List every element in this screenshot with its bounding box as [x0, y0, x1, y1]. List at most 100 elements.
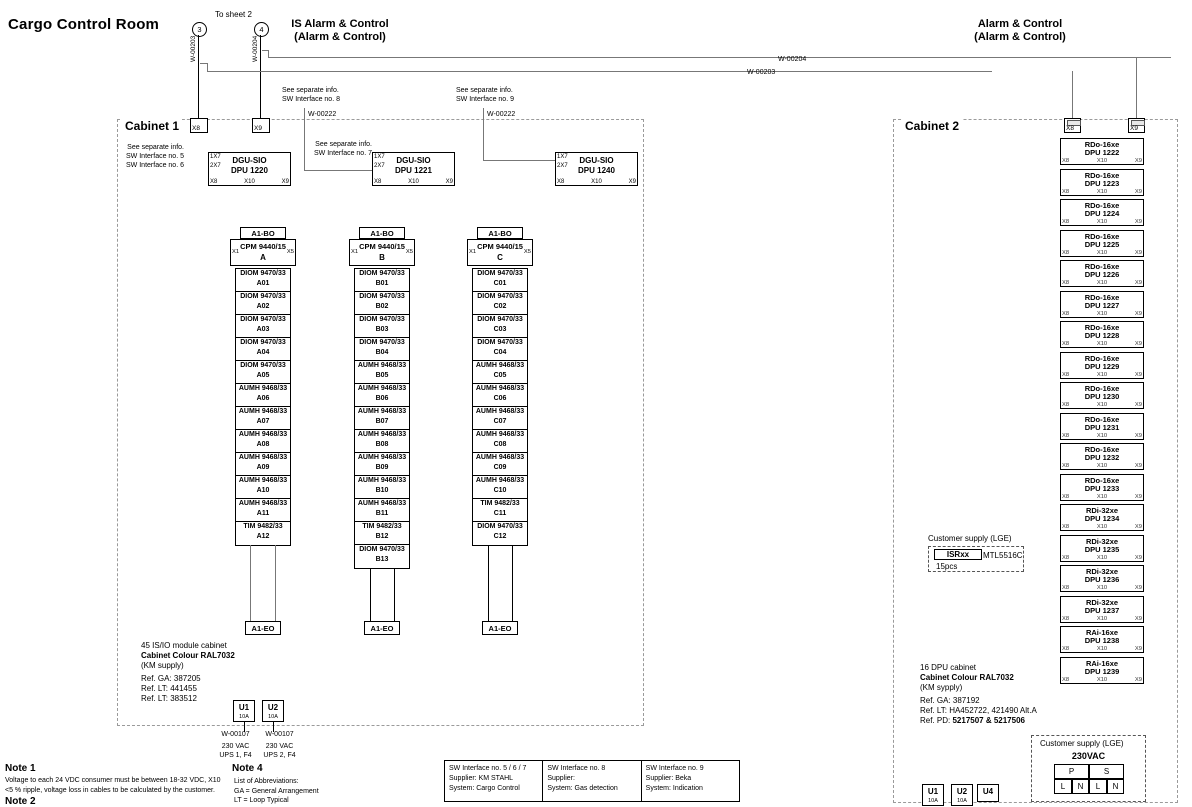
column-b-a1bo-header[interactable]: A1-BO	[359, 227, 405, 239]
column-b-cpm[interactable]: CPM 9440/15 X1 X5 B	[349, 239, 415, 266]
cabinet1-fuse-u1[interactable]: U1 10A	[233, 700, 255, 722]
module-type: DIOM 9470/33	[240, 362, 286, 369]
module-type: DIOM 9470/33	[359, 546, 405, 553]
cabinet2-connector-x9[interactable]: X9	[1128, 118, 1145, 133]
column-c-a1eo[interactable]: A1-EO	[482, 621, 518, 635]
dgu-1221-port-x8: X8	[374, 179, 382, 185]
module-type: AUMH 9468/33	[475, 408, 525, 415]
cabinet2-fuse-u2[interactable]: U2 10A	[951, 784, 973, 806]
wire-ref4-vertical	[260, 35, 261, 119]
dpu-number: DPU 1225	[1084, 239, 1120, 249]
cabinet1-fuse-u2[interactable]: U2 10A	[262, 700, 284, 722]
column-a-cpm[interactable]: CPM 9440/15 X1 X5 A	[230, 239, 296, 266]
note4-heading: Note 4	[232, 763, 263, 774]
cabinet2-230vac-terminal-l1[interactable]: L	[1054, 779, 1072, 794]
dgu-sio-1220[interactable]: 1X7 2X7 DGU-SIO DPU 1220 X8 X10 X9	[208, 152, 291, 186]
sheet-ref-circle-3[interactable]: 3	[192, 22, 207, 37]
column-b-a1eo[interactable]: A1-EO	[364, 621, 400, 635]
dgu-sio-1221[interactable]: 1X7 2X7 DGU-SIO DPU 1221 X8 X10 X9	[372, 152, 455, 186]
cabinet2-isr-mtl-label: MTL5516C	[983, 551, 1023, 560]
module-type: DIOM 9470/33	[359, 339, 405, 346]
cabinet2-isr-module[interactable]: ISRxx	[934, 549, 982, 560]
cabinet1-info-l1: 45 IS/IO module cabinet	[141, 641, 227, 650]
column-c-cpm[interactable]: CPM 9440/15 X1 X5 C	[467, 239, 533, 266]
cabinet-1-outline	[117, 119, 644, 726]
cabinet1-connector-x9[interactable]: X9	[252, 118, 270, 133]
sep-info-sw9-l2: SW Interface no. 9	[456, 96, 514, 103]
sheet-ref-circle-4[interactable]: 4	[254, 22, 269, 37]
cabinet2-230vac-terminal-n1[interactable]: N	[1072, 779, 1089, 794]
cabinet2-230vac-terminal-l2[interactable]: L	[1089, 779, 1107, 794]
column-c-a1bo-header[interactable]: A1-BO	[477, 227, 523, 239]
cabinet2-fuse-u1[interactable]: U1 10A	[922, 784, 944, 806]
cabinet1-connector-x8[interactable]: X8	[190, 118, 208, 133]
cabinet2-fuse-u4[interactable]: U4	[977, 784, 999, 802]
dgu-sio-1240[interactable]: 1X7 2X7 DGU-SIO DPU 1240 X8 X10 X9	[555, 152, 638, 186]
note4-body-l1: List of Abbreviations:	[234, 778, 299, 785]
cabinet2-connector-x8[interactable]: X8	[1064, 118, 1081, 133]
module-tag: C06	[493, 395, 507, 402]
column-a-a1eo[interactable]: A1-EO	[245, 621, 281, 635]
cabinet2-230vac-terminal-n2[interactable]: N	[1107, 779, 1124, 794]
wire-label-w00204-text: W-00204	[252, 35, 259, 62]
module-tag: C10	[493, 487, 507, 494]
dpu-number: DPU 1226	[1084, 270, 1120, 279]
column-a-a1bo-header[interactable]: A1-BO	[240, 227, 286, 239]
